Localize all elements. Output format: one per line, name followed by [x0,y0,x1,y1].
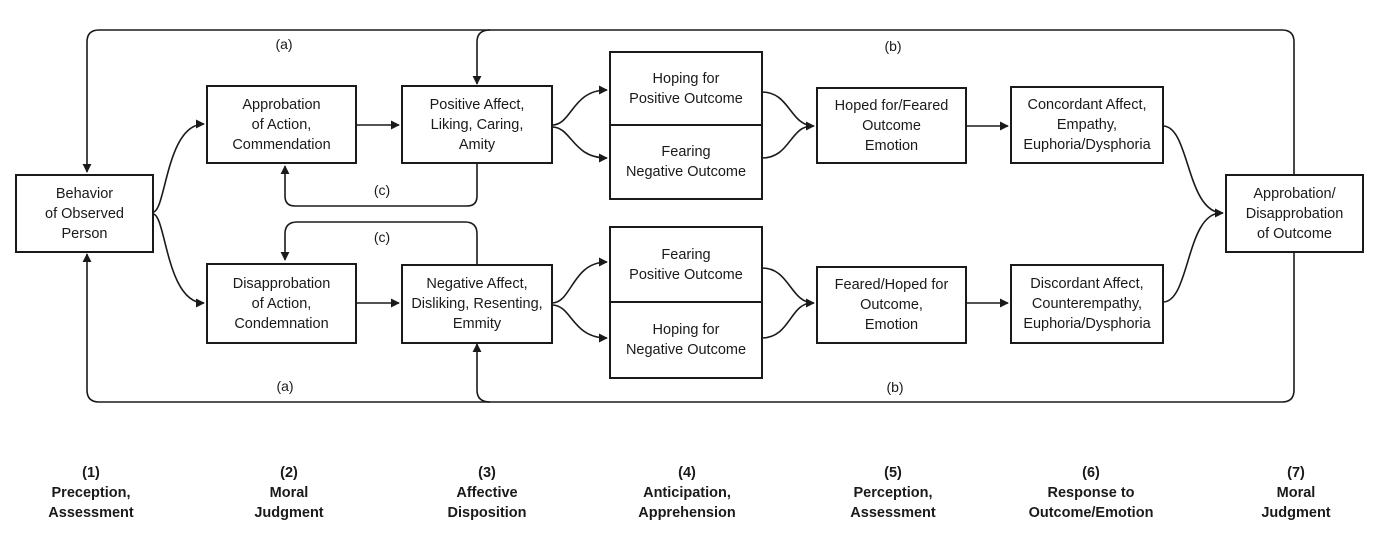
path-label-b-top: (b) [884,38,902,54]
path-label-a-top: (a) [275,36,293,52]
path-label-c-top: (c) [373,182,391,198]
arrow-bottom-anticipation-merge [761,267,815,308]
arrow-top-anticipation-merge [761,91,815,131]
loop-top-a [82,29,1295,174]
arrow-behavior-to-disapprobation [152,213,205,308]
arrow-negative-to-fearing [551,257,608,304]
path-label-b-bottom: (b) [886,379,904,395]
arrow-positive-to-fearing [551,126,608,163]
arrow-concordant-to-outcome [1162,125,1224,218]
path-label-a-bottom: (a) [276,378,294,394]
positive-affect-box: Positive Affect,Liking, Caring,Amity [401,85,553,164]
arrow-negative-to-hoping [551,304,608,343]
loop-top-b [472,29,491,85]
loop-c-top [280,164,478,207]
path-label-c-bottom: (c) [373,229,391,245]
arrow-positive-to-hoping [551,85,608,126]
concordant-affect-box: Concordant Affect,Empathy,Euphoria/Dysph… [1010,86,1164,164]
loop-bottom-a [82,253,1295,403]
loop-c-bottom [280,221,478,264]
discordant-affect-box: Discordant Affect,Counterempathy,Euphori… [1010,264,1164,344]
stage-label-4: (4)Anticipation,Apprehension [638,465,736,521]
stage-label-5: (5)Perception,Assessment [850,465,936,521]
stage-label-1: (1)Preception,Assessment [48,465,134,521]
negative-affect-box: Negative Affect,Disliking, Resenting,Emm… [401,264,553,344]
arrow-discordant-to-outcome [1162,212,1222,303]
arrow-behavior-to-approbation [152,119,205,213]
loop-bottom-b [472,343,491,403]
